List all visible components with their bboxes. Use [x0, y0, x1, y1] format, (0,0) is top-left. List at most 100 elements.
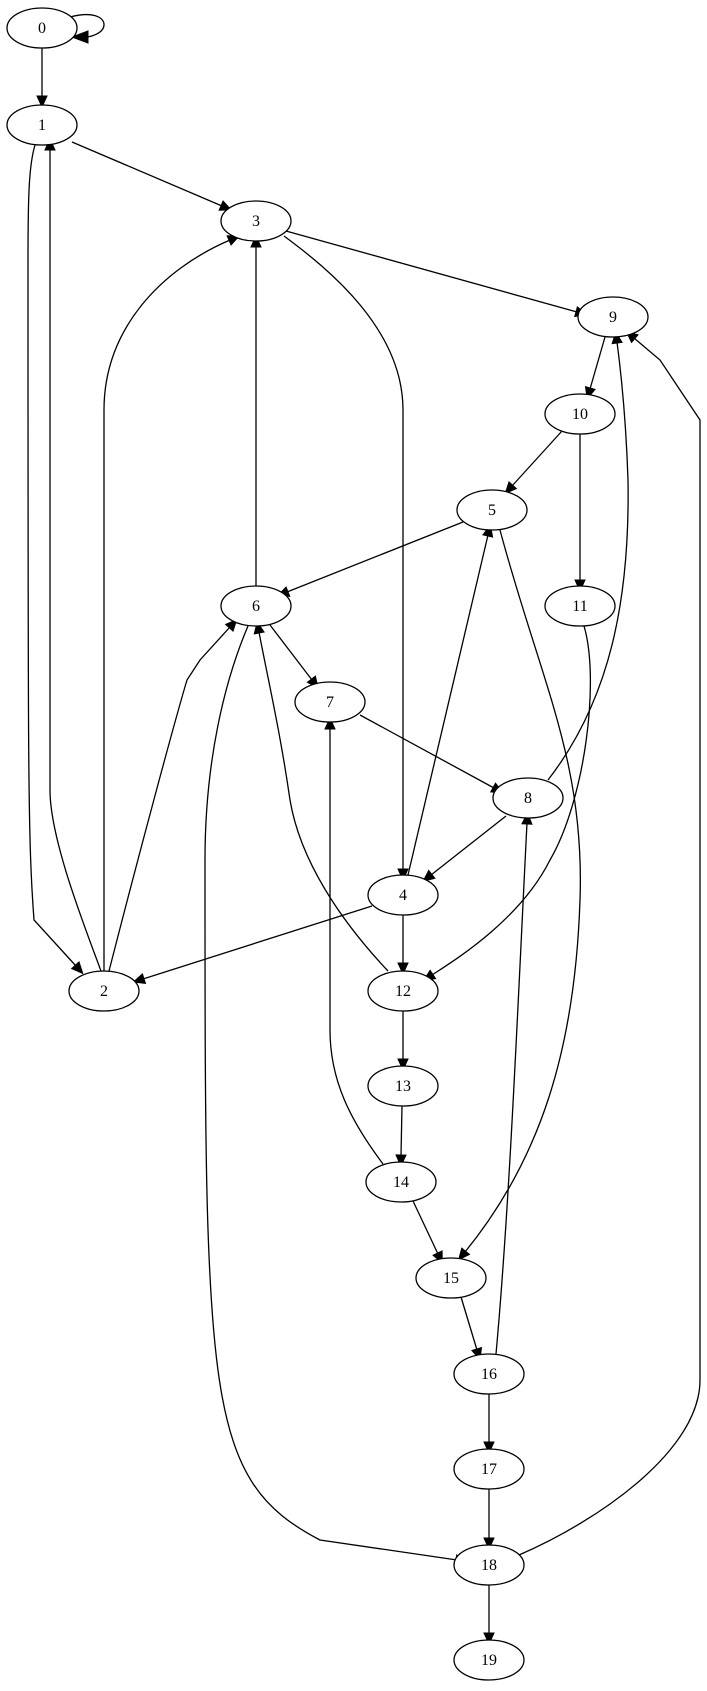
node-1: 1	[6, 104, 78, 146]
node-2: 2	[68, 970, 140, 1012]
arrowhead-17-18	[483, 1537, 495, 1551]
node-shape-7	[294, 681, 366, 723]
node-shape-12	[367, 970, 439, 1012]
node-6: 6	[220, 585, 292, 627]
edge-14-to-7	[324, 716, 384, 1165]
node-label-1: 1	[38, 117, 46, 134]
node-label-7: 7	[326, 694, 334, 711]
node-label-6: 6	[252, 598, 260, 615]
arrowhead-1-2	[70, 960, 84, 975]
edge-line-8-4	[430, 815, 507, 876]
edge-line-2-3	[103, 239, 231, 971]
edge-line-15-16	[460, 1296, 478, 1351]
arrowhead-8-4	[422, 869, 436, 882]
arrowhead-0-0	[70, 30, 89, 44]
node-label-5: 5	[488, 502, 496, 519]
node-label-12: 12	[395, 983, 411, 1000]
edge-2-to-6	[108, 618, 238, 972]
edge-12-to-6	[253, 620, 389, 972]
node-18: 18	[453, 1544, 525, 1586]
node-label-17: 17	[481, 1461, 497, 1478]
node-label-10: 10	[572, 406, 588, 423]
edge-9-to-10	[584, 336, 606, 400]
arrowhead-4-12	[397, 962, 409, 976]
edge-line-11-12	[431, 625, 592, 976]
edge-10-to-11	[574, 434, 586, 593]
edge-line-2-1	[49, 149, 102, 972]
arrowhead-16-17	[483, 1441, 495, 1455]
edge-12-to-13	[397, 1011, 409, 1072]
edge-18-to-9	[518, 330, 701, 1556]
edge-16-to-8	[495, 811, 533, 1355]
edge-10-to-5	[504, 430, 563, 495]
edge-layer	[27, 14, 701, 1646]
arrowhead-5-15	[457, 1247, 471, 1261]
node-shape-3	[220, 200, 292, 242]
edge-line-7-8	[359, 714, 495, 789]
node-label-2: 2	[100, 983, 108, 1000]
node-shape-0	[6, 7, 78, 49]
node-label-9: 9	[609, 309, 617, 326]
edge-17-to-18	[483, 1489, 495, 1551]
edge-2-to-3	[103, 235, 241, 971]
edge-line-5-15	[464, 529, 582, 1253]
node-13: 13	[367, 1065, 439, 1107]
arrowhead-12-13	[397, 1058, 409, 1072]
edge-1-to-2	[27, 144, 84, 975]
edge-4-to-5	[407, 524, 494, 876]
node-3: 3	[220, 200, 292, 242]
edge-line-9-10	[589, 336, 606, 390]
edge-4-to-12	[397, 915, 409, 976]
node-shape-8	[492, 777, 564, 819]
node-0: 0	[6, 7, 78, 49]
node-label-13: 13	[395, 1078, 411, 1095]
edge-5-to-15	[457, 529, 582, 1261]
arrowhead-14-7	[324, 716, 336, 730]
node-7: 7	[294, 681, 366, 723]
edge-13-to-14	[395, 1105, 407, 1168]
edge-6-to-7	[269, 624, 319, 689]
arrowhead-13-14	[395, 1154, 407, 1168]
node-14: 14	[365, 1161, 437, 1203]
arrowhead-2-6	[224, 618, 238, 632]
node-label-14: 14	[393, 1174, 409, 1191]
edge-line-10-5	[511, 430, 563, 487]
edge-15-to-16	[460, 1296, 483, 1361]
node-label-18: 18	[481, 1557, 497, 1574]
edge-14-to-15	[412, 1200, 443, 1265]
edge-7-to-8	[359, 714, 504, 794]
node-label-3: 3	[252, 213, 260, 230]
edge-line-12-6	[258, 631, 389, 972]
edge-0-to-1	[36, 48, 48, 109]
arrowhead-0-1	[36, 95, 48, 109]
node-label-19: 19	[481, 1652, 497, 1669]
edge-line-1-3	[71, 141, 223, 207]
node-shape-15	[415, 1257, 487, 1299]
node-label-4: 4	[399, 887, 407, 904]
edge-line-6-18	[204, 625, 458, 1561]
edge-3-to-4	[283, 235, 409, 882]
edge-line-3-9	[285, 230, 578, 313]
node-shape-6	[220, 585, 292, 627]
edge-line-13-14	[400, 1105, 403, 1157]
edge-line-14-15	[412, 1200, 439, 1255]
arrowhead-4-2	[132, 973, 147, 985]
edge-line-4-2	[142, 905, 373, 980]
node-shape-10	[544, 393, 616, 435]
edge-16-to-17	[483, 1394, 495, 1455]
edge-line-16-8	[495, 822, 528, 1355]
edge-5-to-6	[276, 521, 464, 597]
edge-8-to-4	[422, 815, 507, 882]
node-5: 5	[456, 489, 528, 531]
node-9: 9	[577, 296, 649, 338]
node-19: 19	[453, 1639, 525, 1681]
edge-1-to-3	[71, 141, 233, 211]
node-shape-14	[365, 1161, 437, 1203]
node-shape-1	[6, 104, 78, 146]
node-shape-18	[453, 1544, 525, 1586]
edge-0-to-0	[69, 14, 105, 44]
node-label-0: 0	[38, 20, 46, 37]
node-shape-4	[367, 874, 439, 916]
